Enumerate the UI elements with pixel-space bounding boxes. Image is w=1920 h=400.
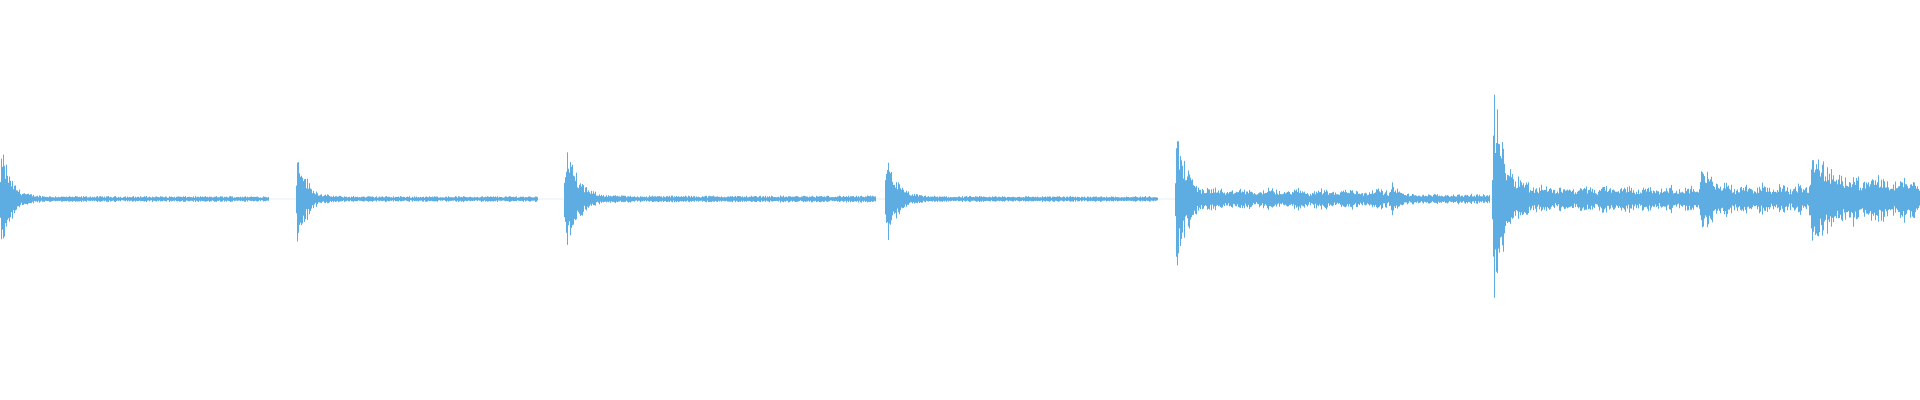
waveform-segment-7 xyxy=(1492,94,1699,298)
waveform-segment-8 xyxy=(1699,171,1809,228)
waveform-segment-2 xyxy=(296,162,538,242)
waveform-segment-5 xyxy=(1175,141,1390,266)
waveform-bars xyxy=(0,94,1920,298)
waveform-segment-4 xyxy=(885,162,1158,240)
waveform-segment-6 xyxy=(1390,182,1490,216)
waveform-segment-9 xyxy=(1809,159,1920,241)
waveform-segment-3 xyxy=(564,152,876,245)
waveform-segment-1 xyxy=(0,154,269,240)
